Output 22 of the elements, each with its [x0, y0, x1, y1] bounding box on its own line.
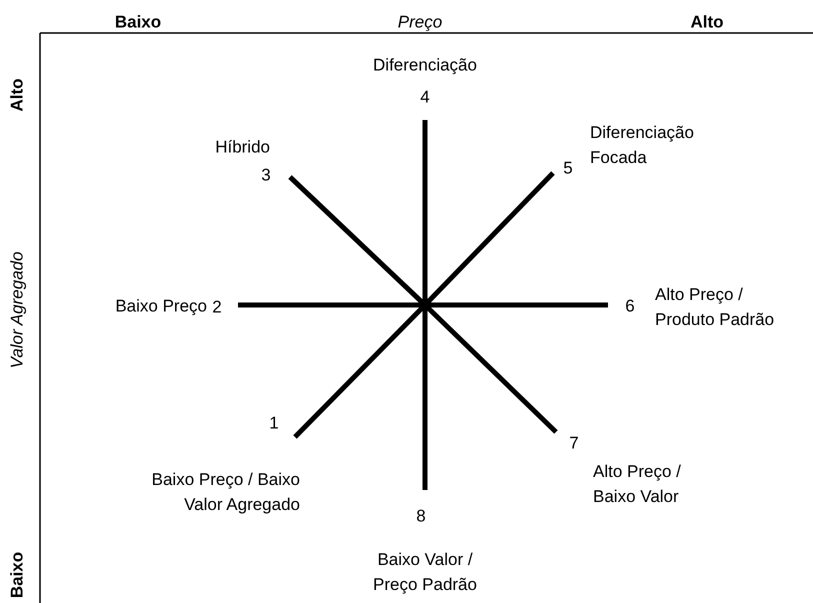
position-number: 4: [420, 86, 430, 108]
position-number: 6: [625, 296, 635, 318]
strategy-label: Baixo Preço: [115, 296, 207, 318]
strategy-label: Híbrido: [215, 136, 270, 158]
strategy-label: Diferenciação: [373, 54, 477, 76]
position-number: 3: [261, 164, 271, 186]
axis-label: Baixo: [6, 552, 28, 598]
position-number: 1: [269, 412, 279, 434]
strategy-label: Diferenciação Focada: [590, 122, 695, 169]
strategy-label: Alto Preço / Produto Padrão: [655, 284, 776, 331]
strategy-label: Alto Preço / Baixo Valor: [593, 461, 682, 508]
position-number: 7: [569, 432, 579, 454]
position-number: 2: [212, 296, 222, 318]
strategy-label: Baixo Valor / Preço Padrão: [372, 549, 478, 596]
axis-title: Preço: [398, 12, 442, 34]
axis-label: Baixo: [114, 12, 162, 34]
axis-label: Alto: [6, 78, 28, 112]
strategy-label: Baixo Preço / Baixo Valor Agregado: [150, 469, 300, 516]
position-number: 8: [416, 506, 426, 528]
position-number: 5: [563, 158, 573, 180]
axis-title: Valor Agregado: [6, 252, 28, 368]
axis-label: Alto: [690, 12, 724, 34]
